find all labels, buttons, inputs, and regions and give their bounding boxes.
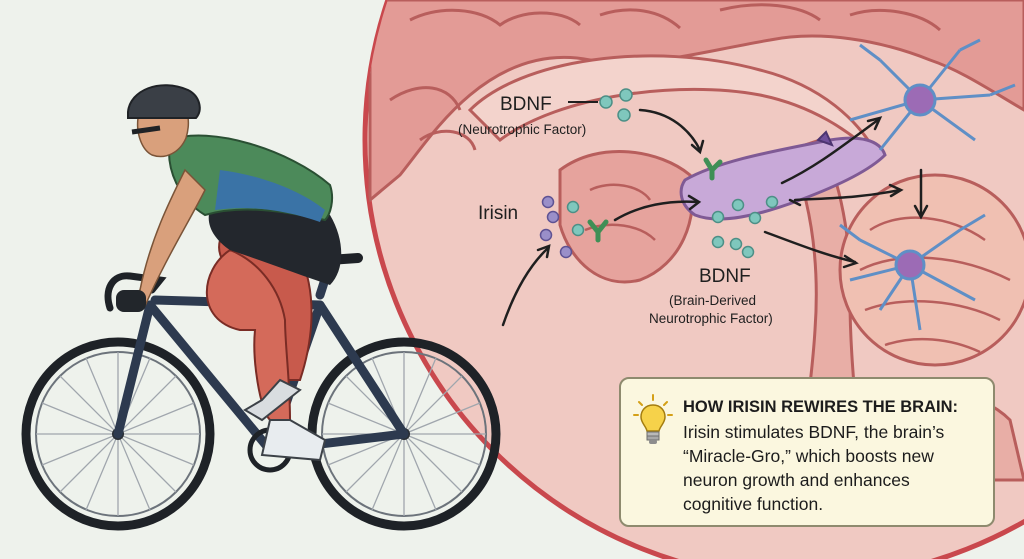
bdnf-bottom-label: BDNF [699, 266, 751, 288]
info-box: HOW IRISIN REWIRES THE BRAIN: Irisin sti… [619, 377, 995, 527]
info-box-title: HOW IRISIN REWIRES THE BRAIN: [683, 398, 958, 417]
lightbulb-icon [633, 393, 673, 451]
irisin-label: Irisin [478, 203, 518, 225]
bdnf-top-label: BDNF [500, 94, 552, 116]
bdnf-bottom-sublabel-1: (Brain-Derived [669, 292, 756, 309]
bdnf-top-sublabel: (Neurotrophic Factor) [458, 121, 586, 138]
bdnf-bottom-sublabel-2: Neurotrophic Factor) [649, 310, 773, 327]
info-box-body: Irisin stimulates BDNF, the brain’s “Mir… [683, 420, 983, 516]
